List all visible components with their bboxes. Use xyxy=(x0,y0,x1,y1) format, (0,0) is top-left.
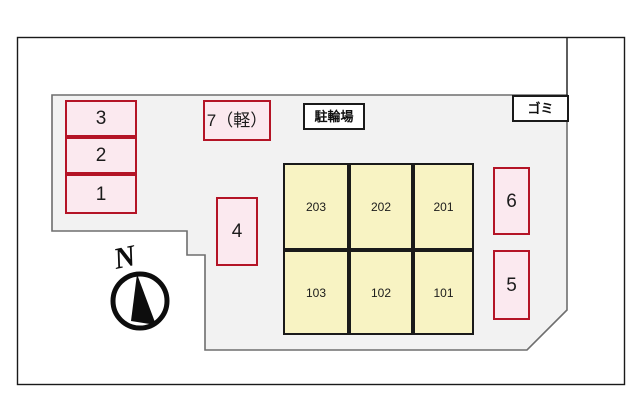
parking-stall-5-label: 5 xyxy=(506,274,517,296)
compass-dial xyxy=(110,271,170,331)
building-unit-203-label: 203 xyxy=(305,199,327,214)
compass-needle-north-icon xyxy=(131,274,156,325)
compass-rose: N xyxy=(104,239,176,333)
building-unit-101[interactable]: 101 xyxy=(413,250,474,335)
bicycle-parking-tag[interactable]: 駐輪場 xyxy=(303,103,365,130)
building-unit-101-label: 101 xyxy=(433,285,454,300)
garbage-area-tag[interactable]: ゴミ xyxy=(512,95,569,122)
building-unit-201[interactable]: 201 xyxy=(413,163,474,250)
building-unit-103-label: 103 xyxy=(305,285,327,300)
parking-stall-2[interactable]: 2 xyxy=(65,137,137,174)
bicycle-parking-label: 駐輪場 xyxy=(314,109,354,124)
parking-stall-6[interactable]: 6 xyxy=(493,167,530,235)
outer-frame xyxy=(16,36,626,386)
parking-stall-2-label: 2 xyxy=(95,145,107,166)
building-unit-201-label: 201 xyxy=(433,199,454,214)
compass-circle xyxy=(110,271,170,331)
parking-stall-4[interactable]: 4 xyxy=(216,197,258,266)
building-unit-102[interactable]: 102 xyxy=(349,250,413,335)
building-unit-102-label: 102 xyxy=(370,285,392,300)
parking-stall-6-label: 6 xyxy=(506,190,517,212)
parking-stall-3[interactable]: 3 xyxy=(65,100,137,137)
parking-stall-1-label: 1 xyxy=(95,183,107,205)
parking-stall-3-label: 3 xyxy=(95,108,107,129)
parking-stall-4-label: 4 xyxy=(231,221,243,242)
parking-stall-1[interactable]: 1 xyxy=(65,174,137,214)
building-unit-103[interactable]: 103 xyxy=(283,250,349,335)
garbage-area-label: ゴミ xyxy=(527,101,554,116)
parking-stall-5[interactable]: 5 xyxy=(493,250,530,320)
building-unit-203[interactable]: 203 xyxy=(283,163,349,250)
parking-stall-7-label: 7（軽） xyxy=(206,111,268,130)
building-unit-202-label: 202 xyxy=(370,199,392,214)
parking-stall-7[interactable]: 7（軽） xyxy=(203,100,271,141)
building-unit-202[interactable]: 202 xyxy=(349,163,413,250)
